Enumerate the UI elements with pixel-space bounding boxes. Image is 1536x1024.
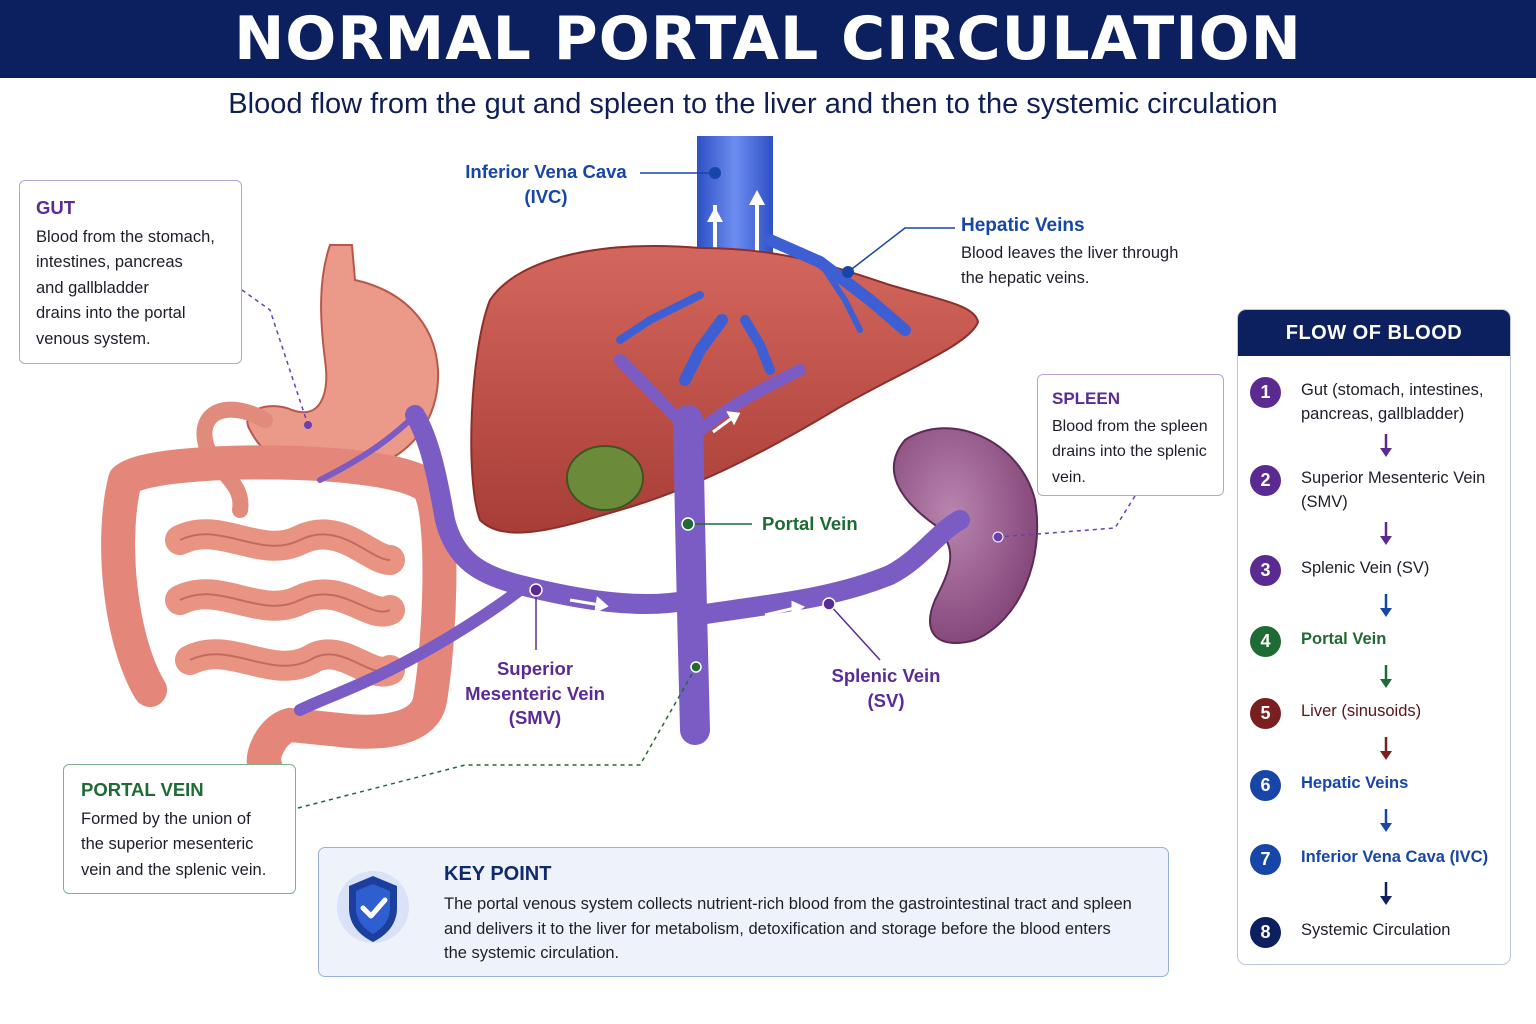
step-text-line: Superior Mesenteric Vein	[1301, 469, 1486, 487]
step-text: Liver (sinusoids)	[1301, 702, 1422, 720]
flow-step-3: 3 Splenic Vein (SV)	[1250, 555, 1500, 586]
intestines	[101, 445, 457, 782]
sv-label-line1: Splenic Vein	[831, 665, 941, 686]
hepatic-veins-line2: the hepatic veins.	[961, 268, 1090, 287]
spleen	[892, 427, 1039, 645]
shield-check-icon	[337, 871, 409, 943]
flow-step-5: 5 Liver (sinusoids)	[1250, 698, 1500, 729]
splenic-vein-label: Splenic Vein (SV)	[820, 664, 952, 713]
portal-vein-callout: PORTAL VEIN Formed by the union of the s…	[63, 764, 296, 894]
gallbladder	[566, 445, 644, 511]
arrow-down-icon	[1380, 434, 1392, 457]
step-text-line: (SMV)	[1301, 493, 1348, 511]
flow-step-8: 8 Systemic Circulation	[1250, 917, 1500, 948]
spleen-callout: SPLEEN Blood from the spleen drains into…	[1037, 374, 1224, 496]
gut-callout-line: and gallbladder	[36, 278, 149, 297]
key-point-line: and delivers it to the liver for metabol…	[444, 919, 1111, 938]
sv-label-line2: (SV)	[867, 689, 905, 711]
title-bar: NORMAL PORTAL CIRCULATION	[0, 0, 1536, 78]
step-number: 8	[1250, 917, 1281, 948]
step-text-line: pancreas, gallbladder)	[1301, 405, 1465, 423]
smv-label: Superior Mesenteric Vein (SMV)	[445, 657, 625, 731]
flow-panel-title: FLOW OF BLOOD	[1238, 310, 1510, 356]
gut-callout-line: drains into the portal	[36, 304, 186, 322]
gut-callout-line: intestines, pancreas	[36, 253, 183, 271]
arrow-down-icon	[1380, 522, 1392, 545]
flow-of-blood-panel: FLOW OF BLOOD 1 Gut (stomach, intestines…	[1237, 309, 1511, 965]
gut-callout-title: GUT	[36, 197, 76, 218]
spleen-callout-title: SPLEEN	[1052, 389, 1121, 408]
step-number: 2	[1250, 465, 1281, 496]
arrow-down-icon	[1380, 809, 1392, 832]
hepatic-veins	[616, 234, 911, 386]
key-point-title: KEY POINT	[444, 863, 552, 885]
arrow-down-icon	[1380, 665, 1392, 688]
smv-label-line1: Superior	[496, 658, 574, 679]
key-point-text: The portal venous system collects nutrie…	[444, 892, 1159, 966]
stomach	[246, 244, 440, 474]
portal-vein-callout-line: the superior mesenteric	[81, 835, 254, 853]
gut-callout-line: venous system.	[36, 329, 151, 348]
gut-callout: GUT Blood from the stomach, intestines, …	[19, 180, 242, 364]
step-text: Systemic Circulation	[1301, 921, 1451, 939]
flow-step-7: 7 Inferior Vena Cava (IVC)	[1250, 844, 1500, 875]
portal-vein-callout-line: Formed by the union of	[81, 809, 251, 828]
spleen-callout-line: vein.	[1052, 468, 1086, 486]
step-number: 7	[1250, 844, 1281, 875]
duodenum	[196, 401, 273, 518]
portal-vein-callout-title: PORTAL VEIN	[81, 779, 204, 800]
flow-step-2: 2 Superior Mesenteric Vein (SMV)	[1250, 465, 1500, 514]
flow-step-4: 4 Portal Vein	[1250, 626, 1500, 657]
ivc-label-line1: Inferior Vena Cava	[465, 161, 627, 182]
smv-label-line2: Mesenteric Vein	[465, 682, 605, 704]
step-text-line: Gut (stomach, intestines,	[1301, 381, 1484, 399]
spleen-callout-line: drains into the splenic	[1052, 443, 1207, 460]
ivc-label-line2: (IVC)	[524, 185, 568, 207]
step-text: Hepatic Veins	[1301, 774, 1409, 792]
flow-step-6: 6 Hepatic Veins	[1250, 770, 1500, 801]
step-text: Inferior Vena Cava (IVC)	[1301, 848, 1489, 866]
gut-callout-line: Blood from the stomach,	[36, 227, 215, 246]
step-number: 6	[1250, 770, 1281, 801]
arrow-down-icon	[1380, 882, 1392, 905]
step-number: 1	[1250, 377, 1281, 408]
flow-step-1: 1 Gut (stomach, intestines, pancreas, ga…	[1250, 377, 1500, 426]
key-point-line: the systemic circulation.	[444, 944, 620, 962]
smv-label-line3: (SMV)	[508, 707, 562, 728]
step-number: 3	[1250, 555, 1281, 586]
arrow-down-icon	[1380, 594, 1392, 617]
portal-vein-label: Portal Vein	[762, 513, 858, 534]
portal-vein-callout-line: vein and the splenic vein.	[81, 860, 267, 879]
leader-lines	[241, 167, 1136, 809]
key-point-line: The portal venous system collects nutrie…	[444, 895, 1132, 913]
hepatic-veins-line1: Blood leaves the liver through	[961, 243, 1179, 262]
arrow-down-icon	[1380, 737, 1392, 760]
page-subtitle: Blood flow from the gut and spleen to th…	[228, 88, 1278, 120]
key-point-panel: KEY POINT The portal venous system colle…	[318, 847, 1169, 977]
step-text: Splenic Vein (SV)	[1301, 559, 1430, 577]
step-text: Gut (stomach, intestines, pancreas, gall…	[1301, 378, 1484, 426]
page-title: NORMAL PORTAL CIRCULATION	[234, 4, 1302, 74]
step-text: Superior Mesenteric Vein (SMV)	[1301, 466, 1485, 514]
step-number: 5	[1250, 698, 1281, 729]
ivc-label: Inferior Vena Cava (IVC)	[450, 160, 642, 209]
hepatic-veins-label: Hepatic Veins Blood leaves the liver thr…	[961, 214, 1221, 291]
step-text: Portal Vein	[1301, 630, 1387, 648]
hepatic-veins-title: Hepatic Veins	[961, 215, 1085, 236]
step-number: 4	[1250, 626, 1281, 657]
spleen-callout-line: Blood from the spleen	[1052, 417, 1208, 435]
